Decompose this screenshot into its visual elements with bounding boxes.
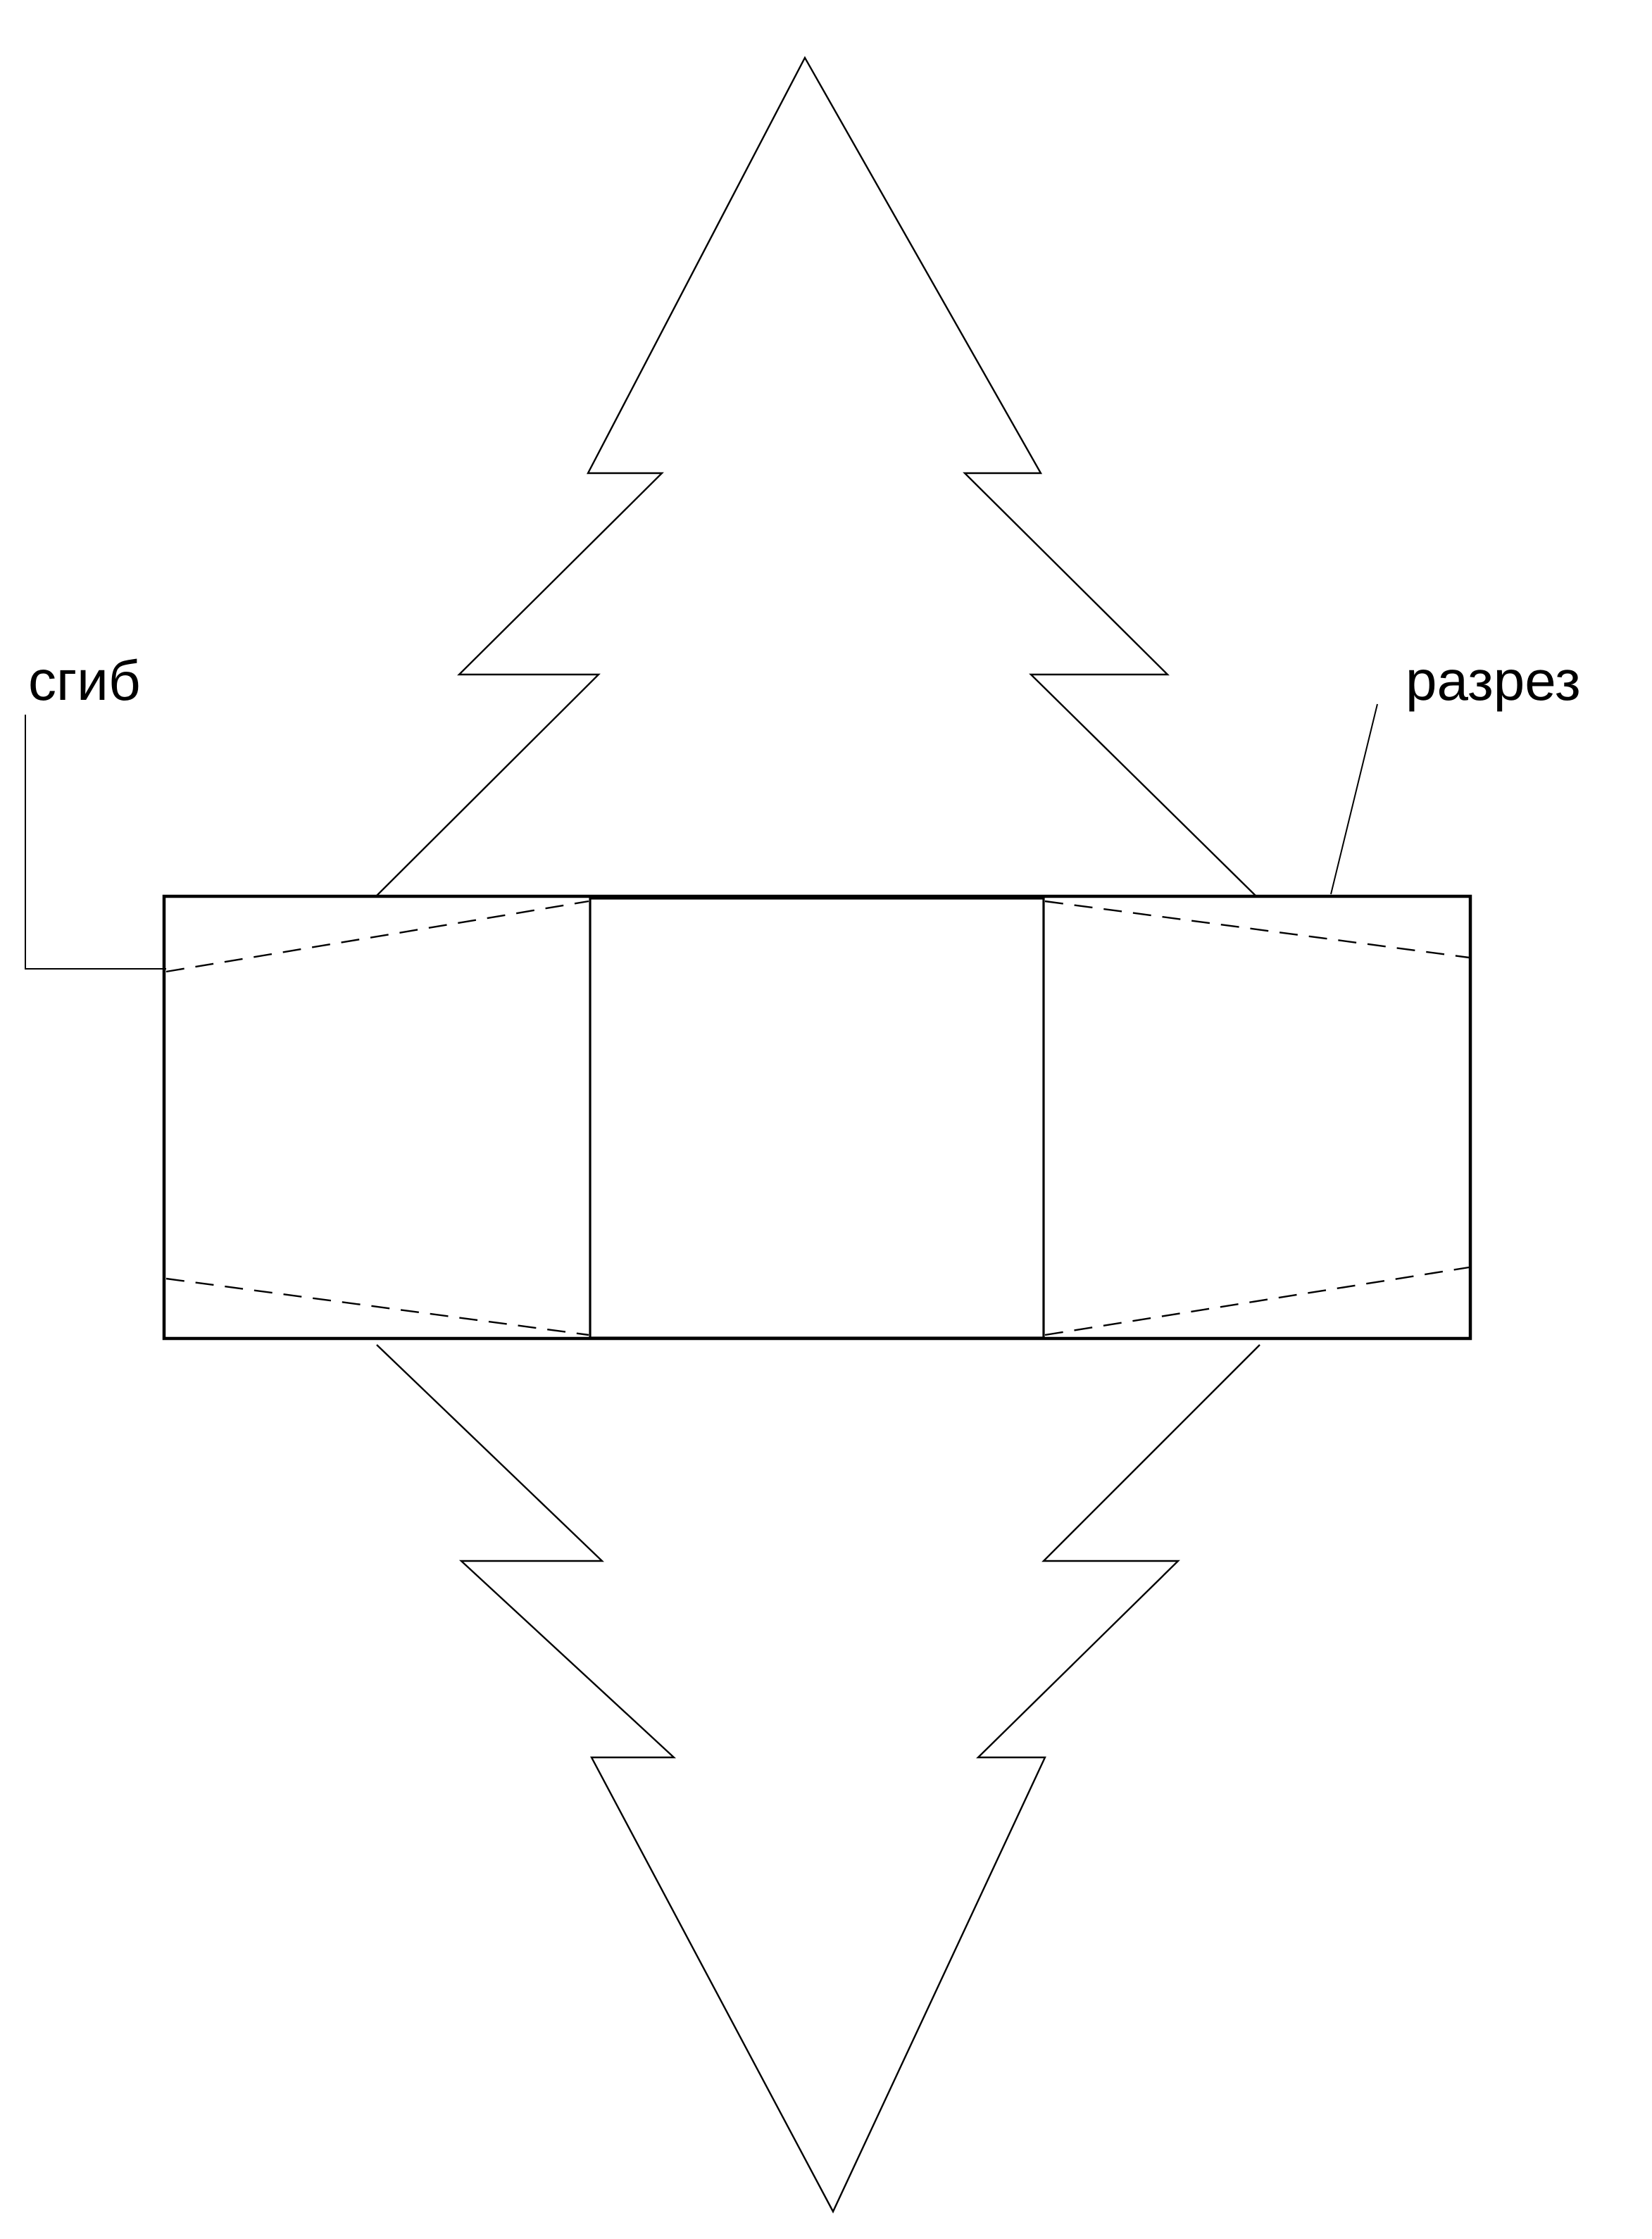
box-frame — [162, 894, 1472, 1341]
center-panel — [589, 897, 1045, 1339]
fold-line-left-top — [165, 900, 589, 973]
cut-leader-line — [1330, 703, 1378, 895]
cut-label: разрез — [1406, 649, 1581, 712]
lower-tree-outline — [376, 1344, 1260, 2214]
fold-line-right-bottom — [1044, 1266, 1470, 1336]
fold-line-left-bottom — [165, 1277, 589, 1336]
fold-label: сгиб — [28, 649, 141, 712]
fold-line-right-top — [1044, 900, 1470, 959]
upper-tree-outline — [376, 56, 1256, 896]
fold-leader-line — [25, 715, 166, 970]
